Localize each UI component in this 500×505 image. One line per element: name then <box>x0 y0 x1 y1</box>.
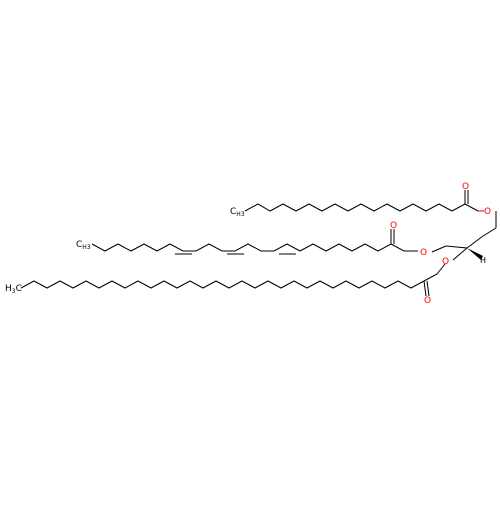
o-carbonyl-middle: O <box>390 221 397 231</box>
lower-carbonyl <box>423 280 430 297</box>
o-ester-lower: O <box>442 257 449 267</box>
atom-labels: CH3 CH3 H3C O O O O O O H <box>5 182 491 306</box>
h-stereo-label: H <box>480 256 486 265</box>
o-ester-top: O <box>484 207 491 217</box>
o-carbonyl-top: O <box>462 182 469 192</box>
ch3-middle-label: CH3 <box>76 240 91 251</box>
ch3-top-label: CH3 <box>230 207 245 218</box>
h3c-lower-label: H3C <box>5 284 22 295</box>
glycerol-backbone <box>431 227 497 261</box>
lower-acyl-chain <box>20 263 446 289</box>
o-carbonyl-lower: O <box>424 296 431 306</box>
o-ester-middle: O <box>420 248 427 258</box>
top-acyl-chain <box>244 203 479 212</box>
top-carbonyl <box>464 190 497 228</box>
middle-carbonyl <box>390 229 395 244</box>
stereo-wedge <box>467 248 483 260</box>
middle-acyl-chain <box>91 243 418 252</box>
